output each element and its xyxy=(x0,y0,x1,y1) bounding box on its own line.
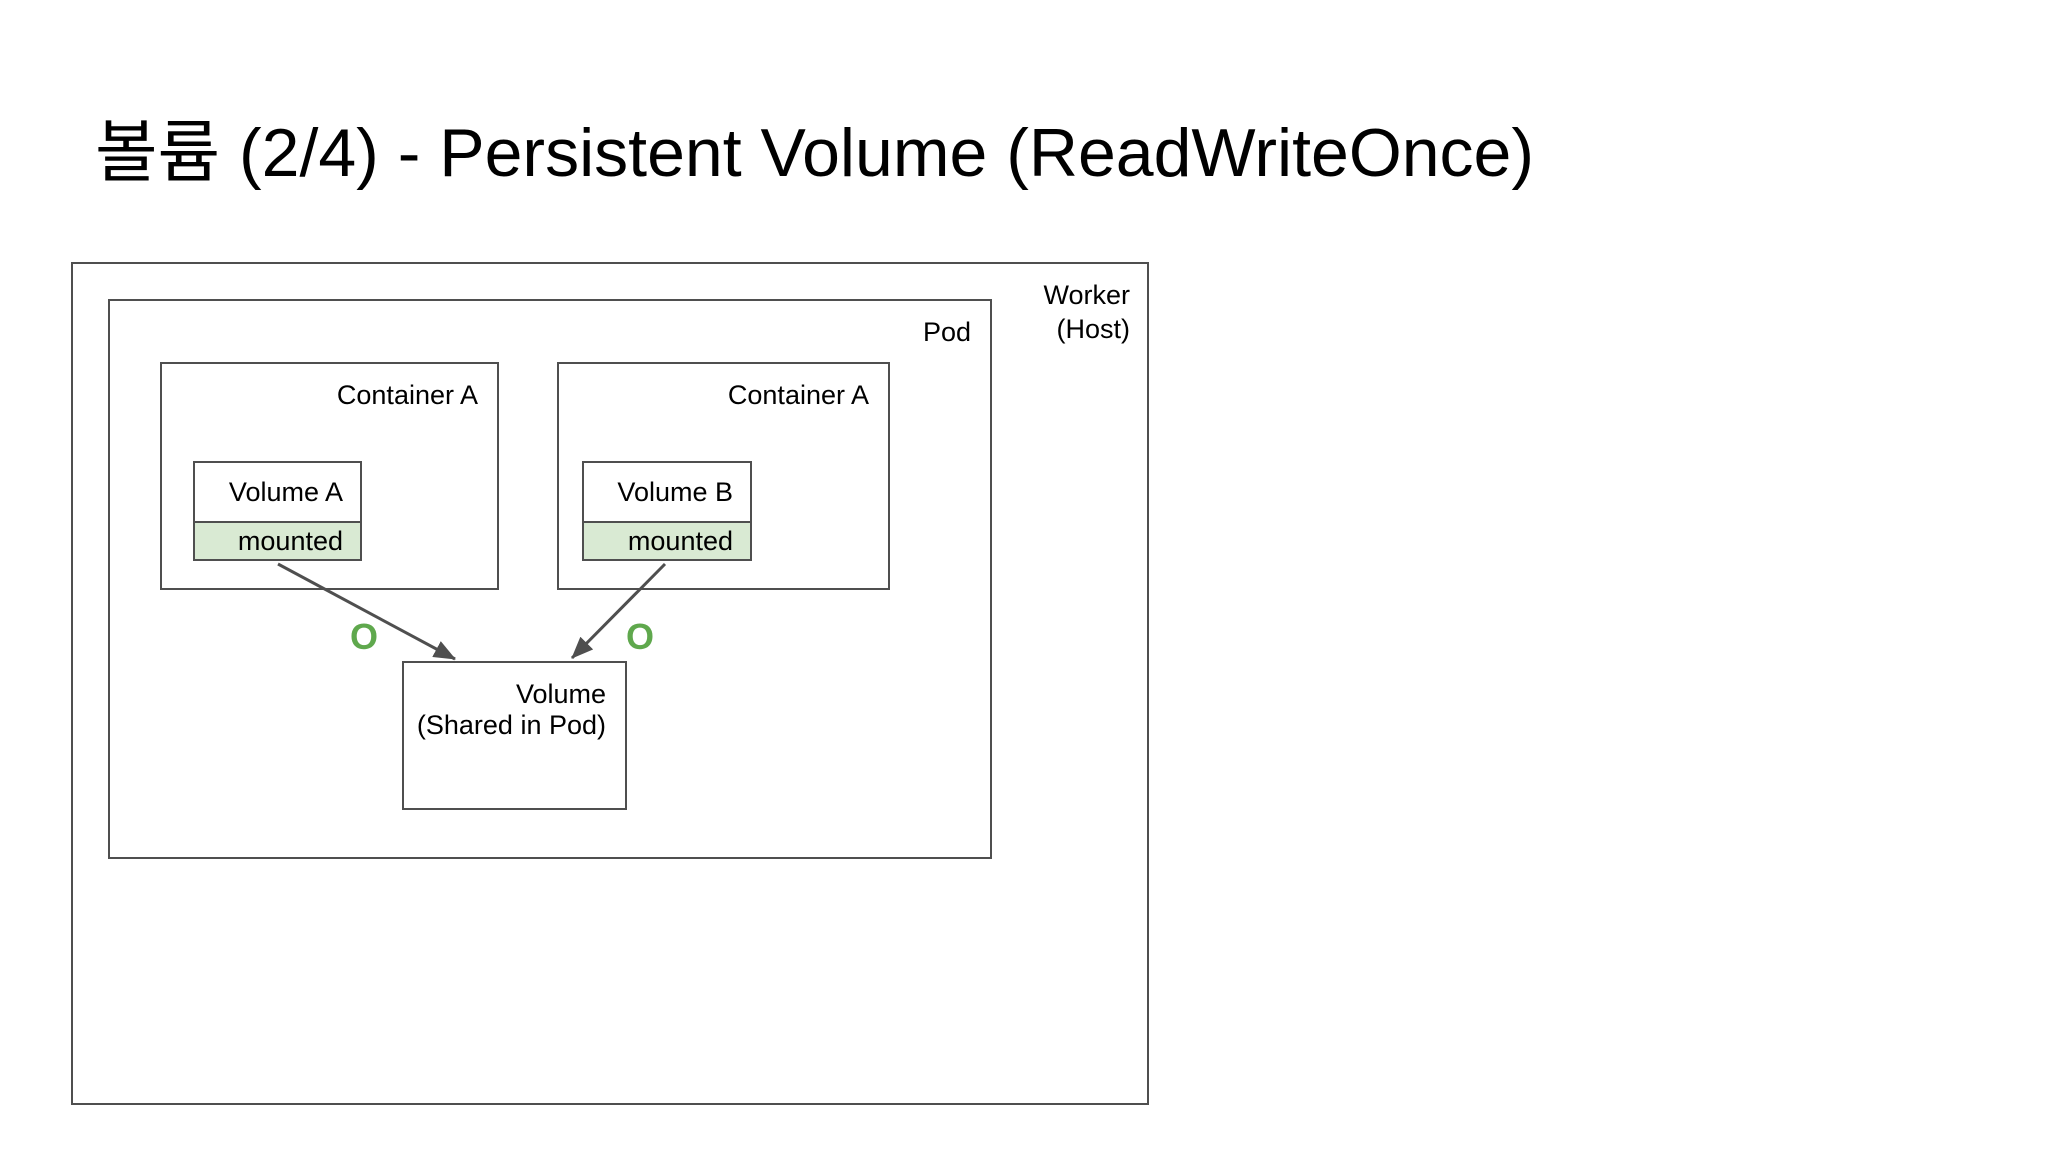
container-1-label: Container A xyxy=(336,380,478,410)
worker-label-line1: Worker xyxy=(1043,280,1130,310)
container-box-2: Container A xyxy=(557,362,890,590)
worker-host-label: Worker (Host) xyxy=(1043,278,1130,346)
slide-title: 볼륨 (2/4) - Persistent Volume (ReadWriteO… xyxy=(95,115,1535,191)
mount-ok-mark-left: O xyxy=(349,616,378,657)
worker-host-box: Worker (Host) xyxy=(71,262,1149,1105)
worker-label-line2: (Host) xyxy=(1056,314,1131,344)
shared-volume-label: Volume (Shared in Pod) xyxy=(417,679,606,741)
volume-b-mounted-status: mounted xyxy=(584,521,750,559)
pod-label: Pod xyxy=(922,317,971,347)
shared-volume-box: Volume (Shared in Pod) xyxy=(402,661,627,810)
volume-b-box: Volume B mounted xyxy=(582,461,752,561)
shared-volume-label-line1: Volume xyxy=(515,679,606,709)
pod-box: Pod xyxy=(108,299,992,859)
mount-ok-mark-right: O xyxy=(625,616,654,657)
container-2-label: Container A xyxy=(727,380,869,410)
shared-volume-label-line2: (Shared in Pod) xyxy=(416,710,606,740)
volume-a-box: Volume A mounted xyxy=(193,461,362,561)
volume-a-mounted-status: mounted xyxy=(195,521,360,559)
volume-a-name: Volume A xyxy=(228,476,343,507)
volume-b-name: Volume B xyxy=(617,476,733,507)
